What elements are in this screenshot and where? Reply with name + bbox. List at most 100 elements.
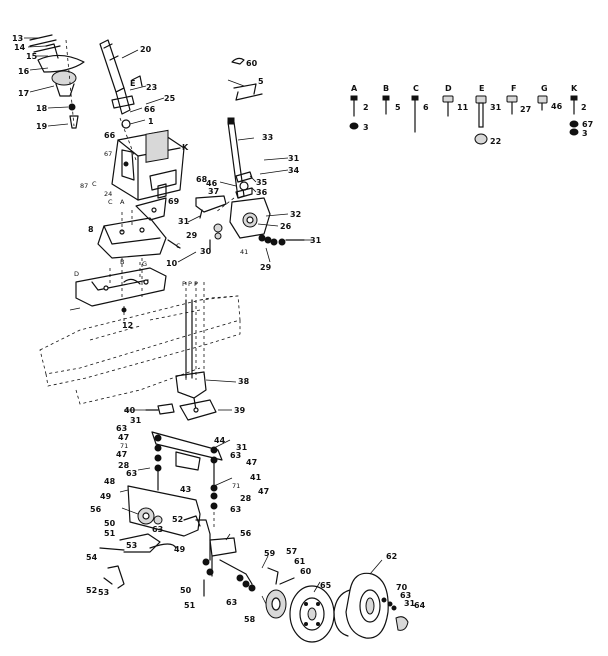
lower-plate [75, 262, 167, 322]
callout-47c: 47 [246, 458, 257, 467]
callout-d: D [74, 270, 79, 278]
hardware-key: A 2 3 B 5 C 6 D 11 E 31 22 F 27 G [349, 84, 593, 146]
cross-lever [151, 431, 223, 530]
console-housing [111, 129, 185, 201]
callout-8: 8 [88, 225, 94, 234]
callout-16: 16 [18, 67, 30, 76]
bolt-e-head-icon [475, 95, 487, 104]
key-letter-f: F [511, 84, 516, 93]
callout-65: 65 [320, 581, 332, 590]
key-c-num-1: 6 [423, 103, 429, 112]
callout-54: 54 [86, 553, 98, 562]
callout-41: 41 [240, 248, 248, 256]
callout-70: 70 [396, 583, 408, 592]
key-a-num-1: 2 [363, 103, 369, 112]
key-letter-d: D [445, 84, 452, 93]
callout-24: 24 [104, 190, 112, 198]
callout-28a: 28 [118, 461, 130, 470]
callout-56b: 56 [240, 529, 252, 538]
callout-41b: 41 [250, 473, 262, 482]
callout-26: 26 [280, 222, 292, 231]
callout-60b: 60 [300, 567, 312, 576]
callout-52: 52 [172, 515, 183, 524]
callout-18: 18 [36, 104, 48, 113]
callout-53b: 53 [98, 588, 109, 597]
callout-49: 49 [100, 492, 112, 501]
callout-25: 25 [164, 94, 176, 103]
callout-60: 60 [246, 59, 258, 68]
callout-17: 17 [18, 89, 29, 98]
callout-66b: 66 [104, 131, 116, 140]
callout-14: 14 [14, 43, 26, 52]
callout-20: 20 [140, 45, 152, 54]
bolt-g-head-icon [537, 95, 548, 104]
knob-assembly [29, 34, 85, 129]
callout-47a: 47 [118, 433, 129, 442]
key-e-num-2: 22 [490, 137, 501, 146]
callout-44: 44 [214, 436, 226, 445]
nut-e-icon [474, 133, 488, 145]
callout-56a: 56 [90, 505, 102, 514]
key-letter-k: K [571, 84, 578, 93]
linkage-rods [145, 299, 217, 421]
callout-52b: 52 [86, 586, 97, 595]
callout-87: 87 [80, 182, 88, 190]
callout-67: 67 [104, 150, 112, 158]
callout-50a: 50 [104, 519, 116, 528]
callout-50b: 50 [180, 586, 192, 595]
callout-43: 43 [180, 485, 191, 494]
rear-tire [333, 572, 389, 639]
callout-b: B [120, 258, 124, 266]
callout-38: 38 [238, 377, 250, 386]
callout-c3: C [176, 242, 181, 250]
key-letter-b: B [383, 84, 389, 93]
key-letter-g: G [541, 84, 548, 93]
callout-68: 68 [196, 175, 208, 184]
callout-31d: 31 [130, 416, 142, 425]
key-letter-e: E [479, 84, 484, 93]
key-k-num-3: 3 [582, 129, 588, 138]
callout-33: 33 [262, 133, 273, 142]
callout-13: 13 [12, 34, 23, 43]
callout-63d: 63 [230, 505, 241, 514]
callout-61: 61 [294, 557, 306, 566]
callout-31b: 31 [178, 217, 190, 226]
callout-31a: 31 [288, 154, 300, 163]
callout-51b: 51 [184, 601, 196, 610]
callout-49b: 49 [174, 545, 186, 554]
nut-k-icon [569, 128, 579, 136]
callout-k: K [182, 143, 189, 152]
brake-bracket [99, 485, 211, 589]
callout-c1: C [92, 180, 97, 188]
tractor-frame [39, 282, 241, 405]
callout-36: 36 [256, 188, 268, 197]
shift-shaft [195, 57, 305, 251]
callout-28b: 28 [240, 494, 252, 503]
callout-p: P P P [182, 280, 198, 288]
callout-g: G [142, 260, 147, 268]
callout-71b: 71 [232, 482, 240, 490]
callout-47d: 47 [258, 487, 269, 496]
axle-link [202, 537, 295, 597]
callout-c2: C [108, 198, 113, 206]
key-d-num-1: 11 [457, 103, 469, 112]
callout-71a: 71 [120, 442, 128, 450]
callout-12: 12 [122, 321, 133, 330]
callout-62: 62 [386, 552, 397, 561]
callout-58: 58 [244, 615, 256, 624]
callout-63c: 63 [126, 469, 137, 478]
callout-63f: 63 [226, 598, 237, 607]
key-a-num-2: 3 [363, 123, 369, 132]
callout-29b: 29 [260, 263, 272, 272]
leader-lines [24, 37, 383, 605]
bolt-f-head-icon [506, 95, 518, 103]
nut-a-icon [349, 122, 359, 130]
key-e-num-1: 31 [490, 103, 502, 112]
bolt-d-head-icon [442, 95, 454, 103]
callout-19: 19 [36, 122, 48, 131]
callout-63b: 63 [230, 451, 241, 460]
callout-51a: 51 [104, 529, 116, 538]
callout-a1: A [120, 198, 125, 206]
callout-53a: 53 [126, 541, 137, 550]
callout-5: 5 [258, 77, 264, 86]
